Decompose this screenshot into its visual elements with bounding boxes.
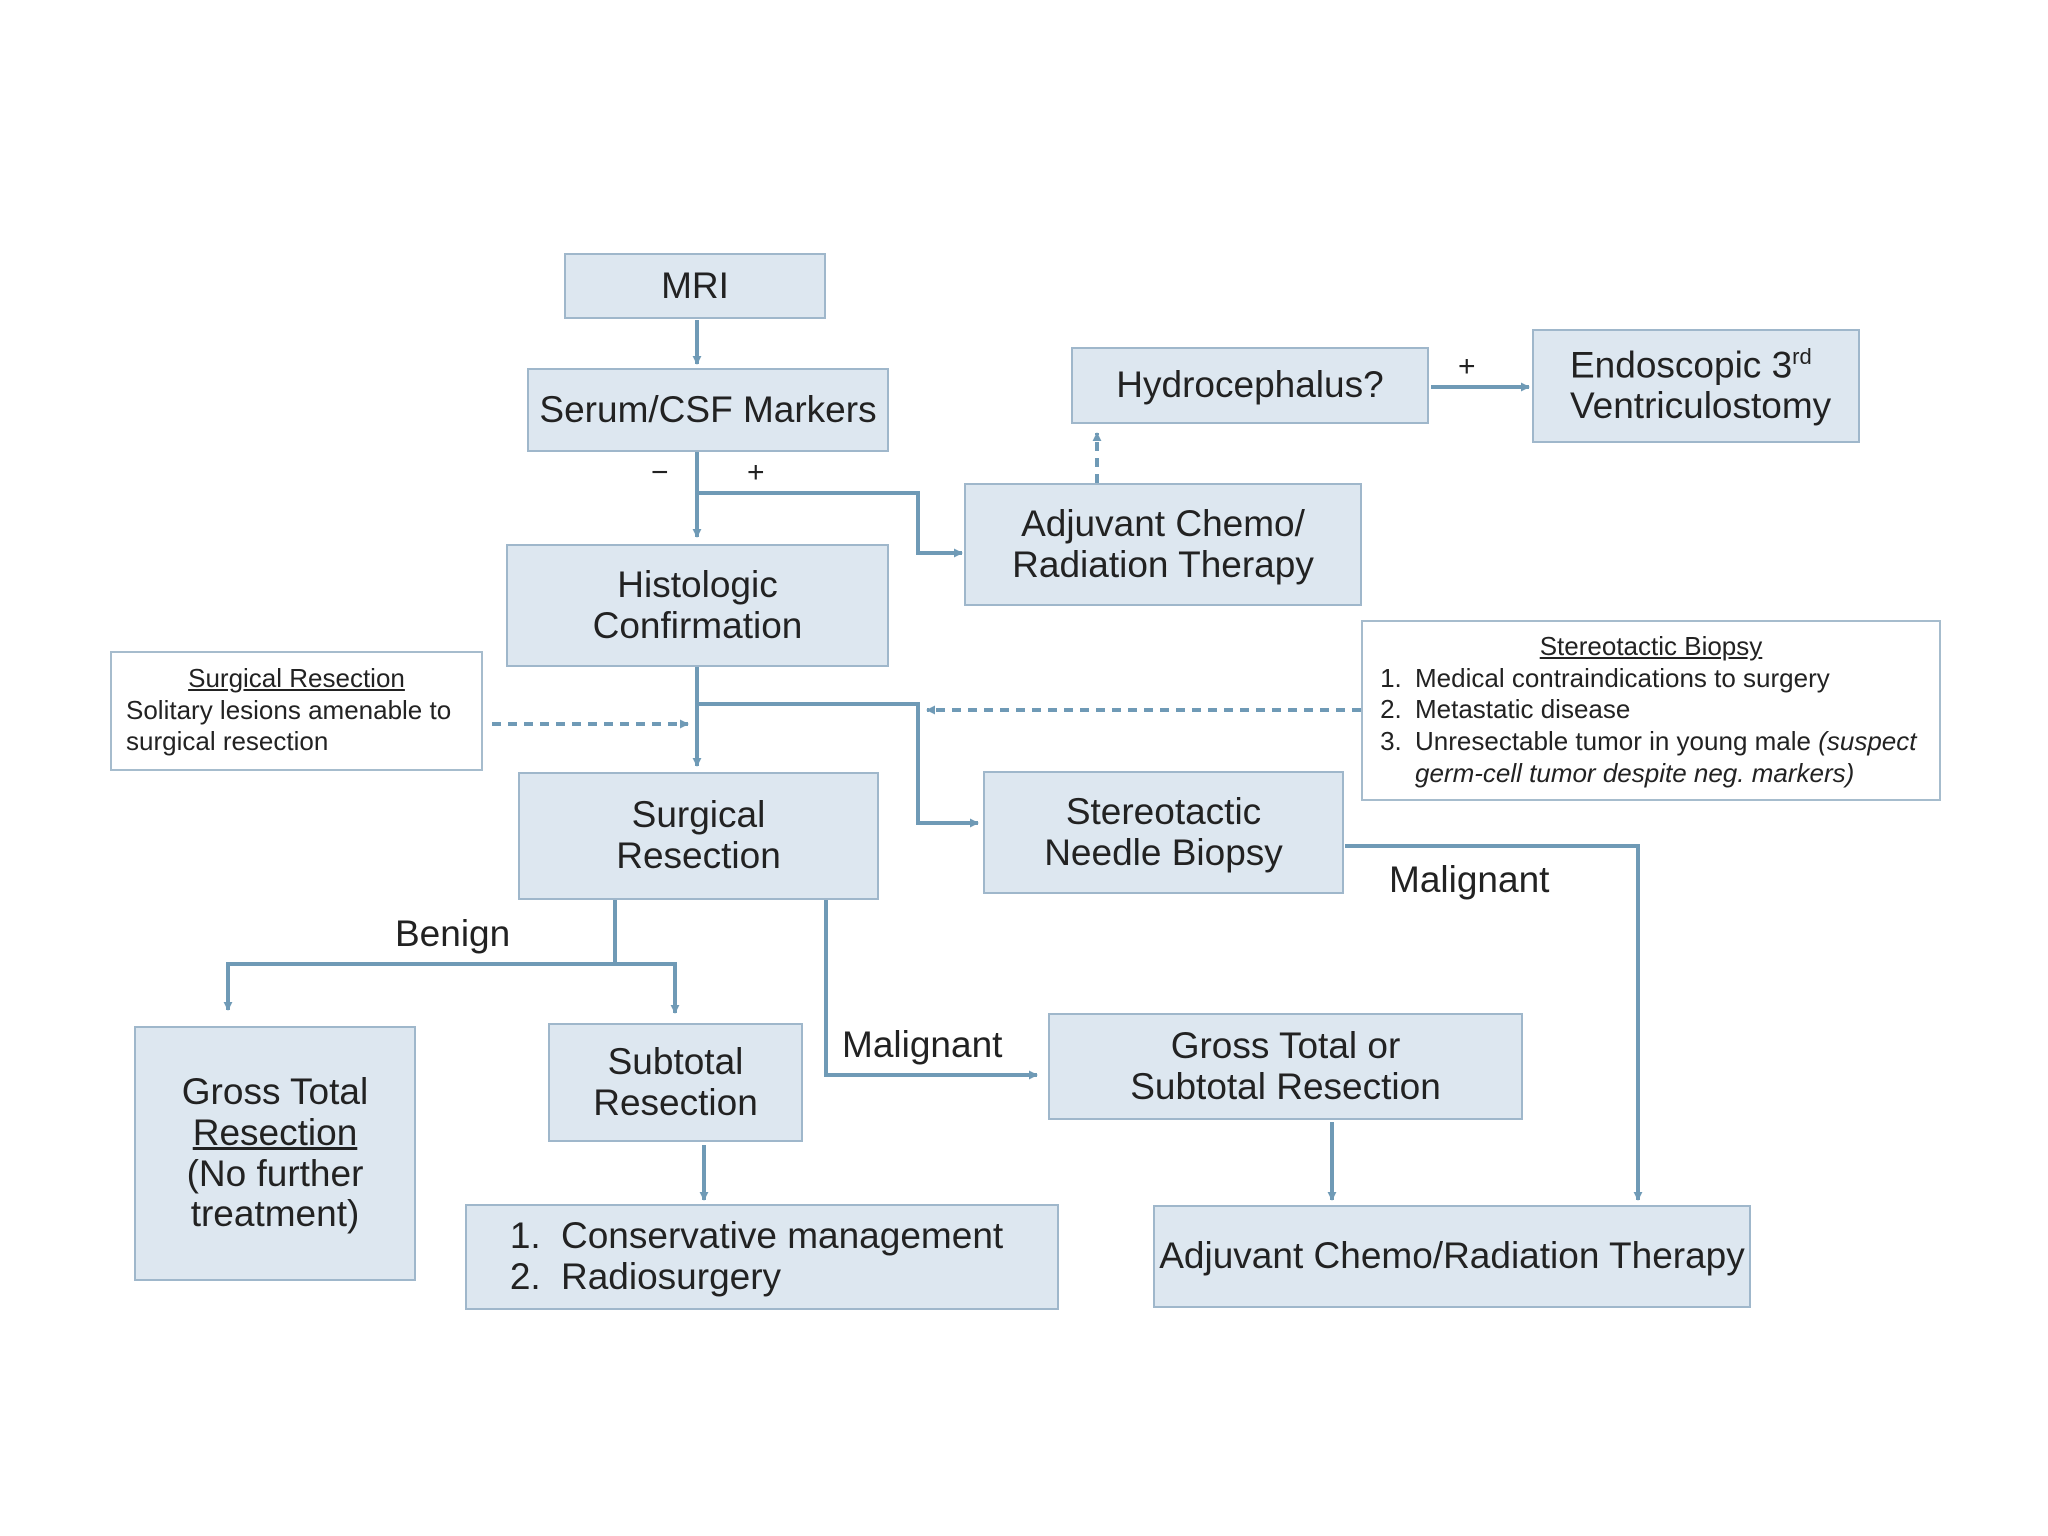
gtr-line1: Gross Total xyxy=(181,1071,369,1113)
benign-label: Benign xyxy=(395,913,511,954)
histologic-line2: Confirmation xyxy=(592,604,803,646)
surgical-resection-note: Surgical Resection Solitary lesions amen… xyxy=(110,651,483,771)
gross-total-resection-box: Gross Total Resection (No further treatm… xyxy=(134,1026,416,1281)
hydrocephalus-box: Hydrocephalus? xyxy=(1071,347,1429,424)
surgical-note-line1: Solitary lesions amenable to xyxy=(126,694,452,725)
surgical-resection-box: Surgical Resection xyxy=(518,772,879,900)
gtr-line4: treatment) xyxy=(190,1193,360,1235)
adjuvant-top-line2: Radiation Therapy xyxy=(1012,543,1314,585)
needle-line1: Stereotactic xyxy=(1065,790,1262,832)
serum-csf-markers-box: Serum/CSF Markers xyxy=(527,368,889,452)
arrow-biopsy-malignant-to-adjuvant xyxy=(1345,844,1643,1201)
adjuvant-top-line1: Adjuvant Chemo/ xyxy=(1021,502,1305,544)
subtotal-line1: Subtotal xyxy=(607,1040,744,1082)
subtotal-line2: Resection xyxy=(593,1081,758,1123)
stereotactic-biopsy-note: Stereotactic Biopsy Medical contraindica… xyxy=(1361,620,1941,801)
needle-line2: Needle Biopsy xyxy=(1044,831,1283,873)
hydrocephalus-label: Hydrocephalus? xyxy=(1116,364,1384,406)
management-option: Conservative management xyxy=(551,1216,1003,1257)
stereotactic-needle-biopsy-box: Stereotactic Needle Biopsy xyxy=(983,771,1344,894)
gross-or-subtotal-line1: Gross Total or xyxy=(1170,1024,1401,1066)
gross-or-subtotal-line2: Subtotal Resection xyxy=(1130,1065,1441,1107)
surgical-line1: Surgical xyxy=(631,794,766,836)
subtotal-resection-box: Subtotal Resection xyxy=(548,1023,803,1142)
malignant-label-surgical: Malignant xyxy=(842,1024,1003,1065)
biopsy-criterion: Metastatic disease xyxy=(1409,694,1931,726)
plus-sign-markers: + xyxy=(747,456,765,489)
adjuvant-top-box: Adjuvant Chemo/ Radiation Therapy xyxy=(964,483,1362,606)
etv-line1: Endoscopic 3rd xyxy=(1570,344,1812,386)
line-benign-split xyxy=(223,900,617,1011)
minus-sign: − xyxy=(651,456,669,489)
etv-superscript: rd xyxy=(1792,344,1812,370)
gross-or-subtotal-resection-box: Gross Total or Subtotal Resection xyxy=(1048,1013,1523,1120)
endoscopic-ventriculostomy-box: Endoscopic 3rd Ventriculostomy xyxy=(1532,329,1860,443)
surgical-note-title: Surgical Resection xyxy=(188,663,405,693)
biopsy-criteria-list: Medical contraindications to surgery Met… xyxy=(1371,663,1931,790)
malignant-label-biopsy: Malignant xyxy=(1389,859,1550,900)
biopsy-note-title: Stereotactic Biopsy xyxy=(1539,631,1763,661)
serum-csf-markers-label: Serum/CSF Markers xyxy=(539,388,877,430)
line-benign-to-subtotal xyxy=(615,962,680,1014)
biopsy-criterion: Unresectable tumor in young male (suspec… xyxy=(1409,726,1931,789)
plus-sign-hydrocephalus: + xyxy=(1458,350,1476,383)
surgical-note-line2: surgical resection xyxy=(126,726,329,757)
management-options-list: Conservative managementRadiosurgery xyxy=(517,1216,1003,1297)
adjuvant-bottom-label: Adjuvant Chemo/Radiation Therapy xyxy=(1159,1235,1745,1277)
histologic-confirmation-box: Histologic Confirmation xyxy=(506,544,889,667)
mri-box: MRI xyxy=(564,253,826,319)
gtr-line2: Resection xyxy=(192,1111,358,1153)
arrow-markers-positive-to-adjuvant xyxy=(697,491,963,558)
mri-label: MRI xyxy=(661,264,729,306)
histologic-line1: Histologic xyxy=(617,563,778,605)
line-histologic-to-biopsy xyxy=(697,702,979,828)
arrow-surgical-malignant xyxy=(824,900,1038,1080)
conservative-radiosurgery-box: Conservative managementRadiosurgery xyxy=(465,1204,1059,1310)
adjuvant-bottom-box: Adjuvant Chemo/Radiation Therapy xyxy=(1153,1205,1751,1308)
gtr-line3: (No further xyxy=(186,1152,364,1194)
surgical-line2: Resection xyxy=(616,835,781,876)
management-option: Radiosurgery xyxy=(551,1256,1003,1298)
etv-line2: Ventriculostomy xyxy=(1570,385,1832,427)
biopsy-criterion: Medical contraindications to surgery xyxy=(1409,663,1931,695)
